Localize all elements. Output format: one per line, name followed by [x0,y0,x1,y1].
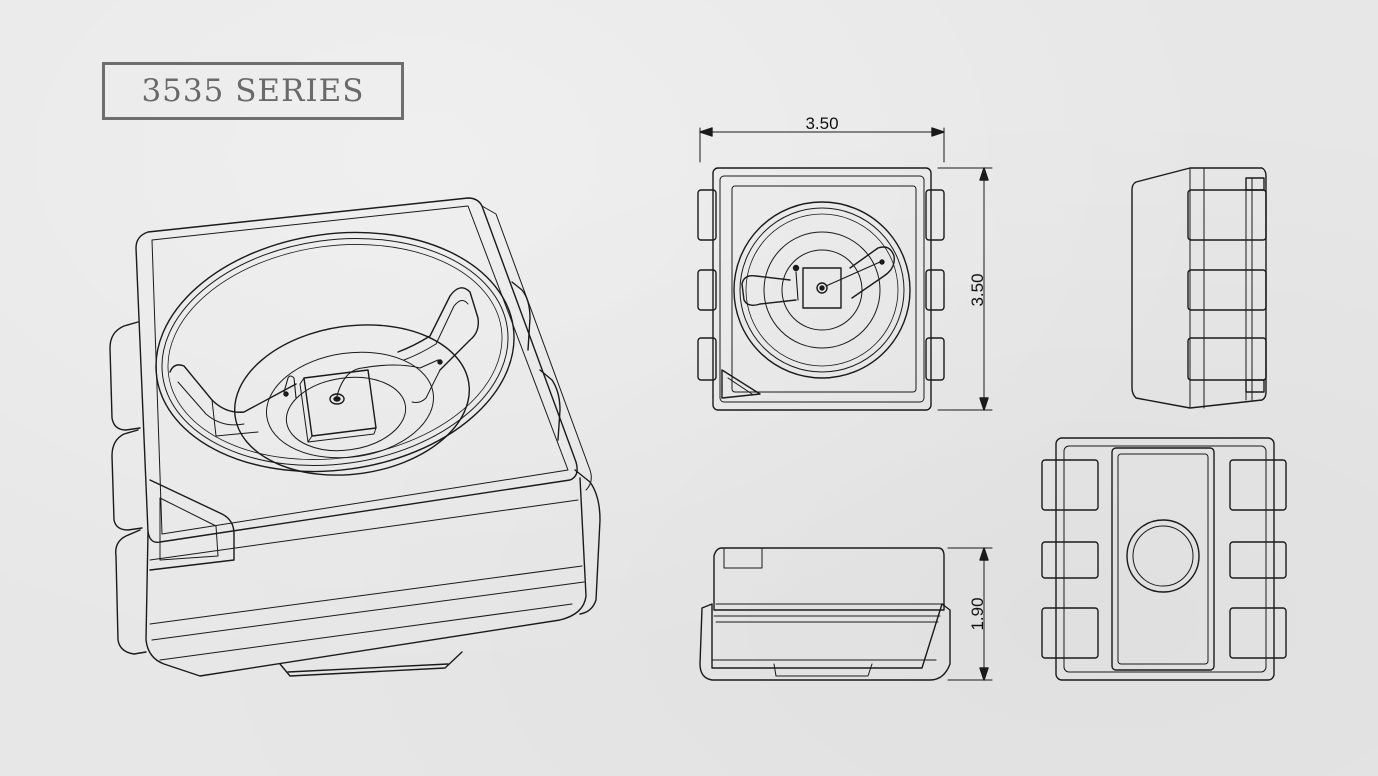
bottom-view [1041,437,1287,681]
isometric-view [109,197,601,677]
top-height-dimension: 3.50 [968,273,987,306]
top-view [697,127,993,411]
side-view-right [1131,167,1267,409]
top-width-dimension: 3.50 [805,114,838,133]
series-title: 3535 SERIES [141,73,365,109]
front-view [699,547,993,681]
side-height-dimension: 1.90 [968,597,987,630]
series-title-box: 3535 SERIES [102,62,404,120]
